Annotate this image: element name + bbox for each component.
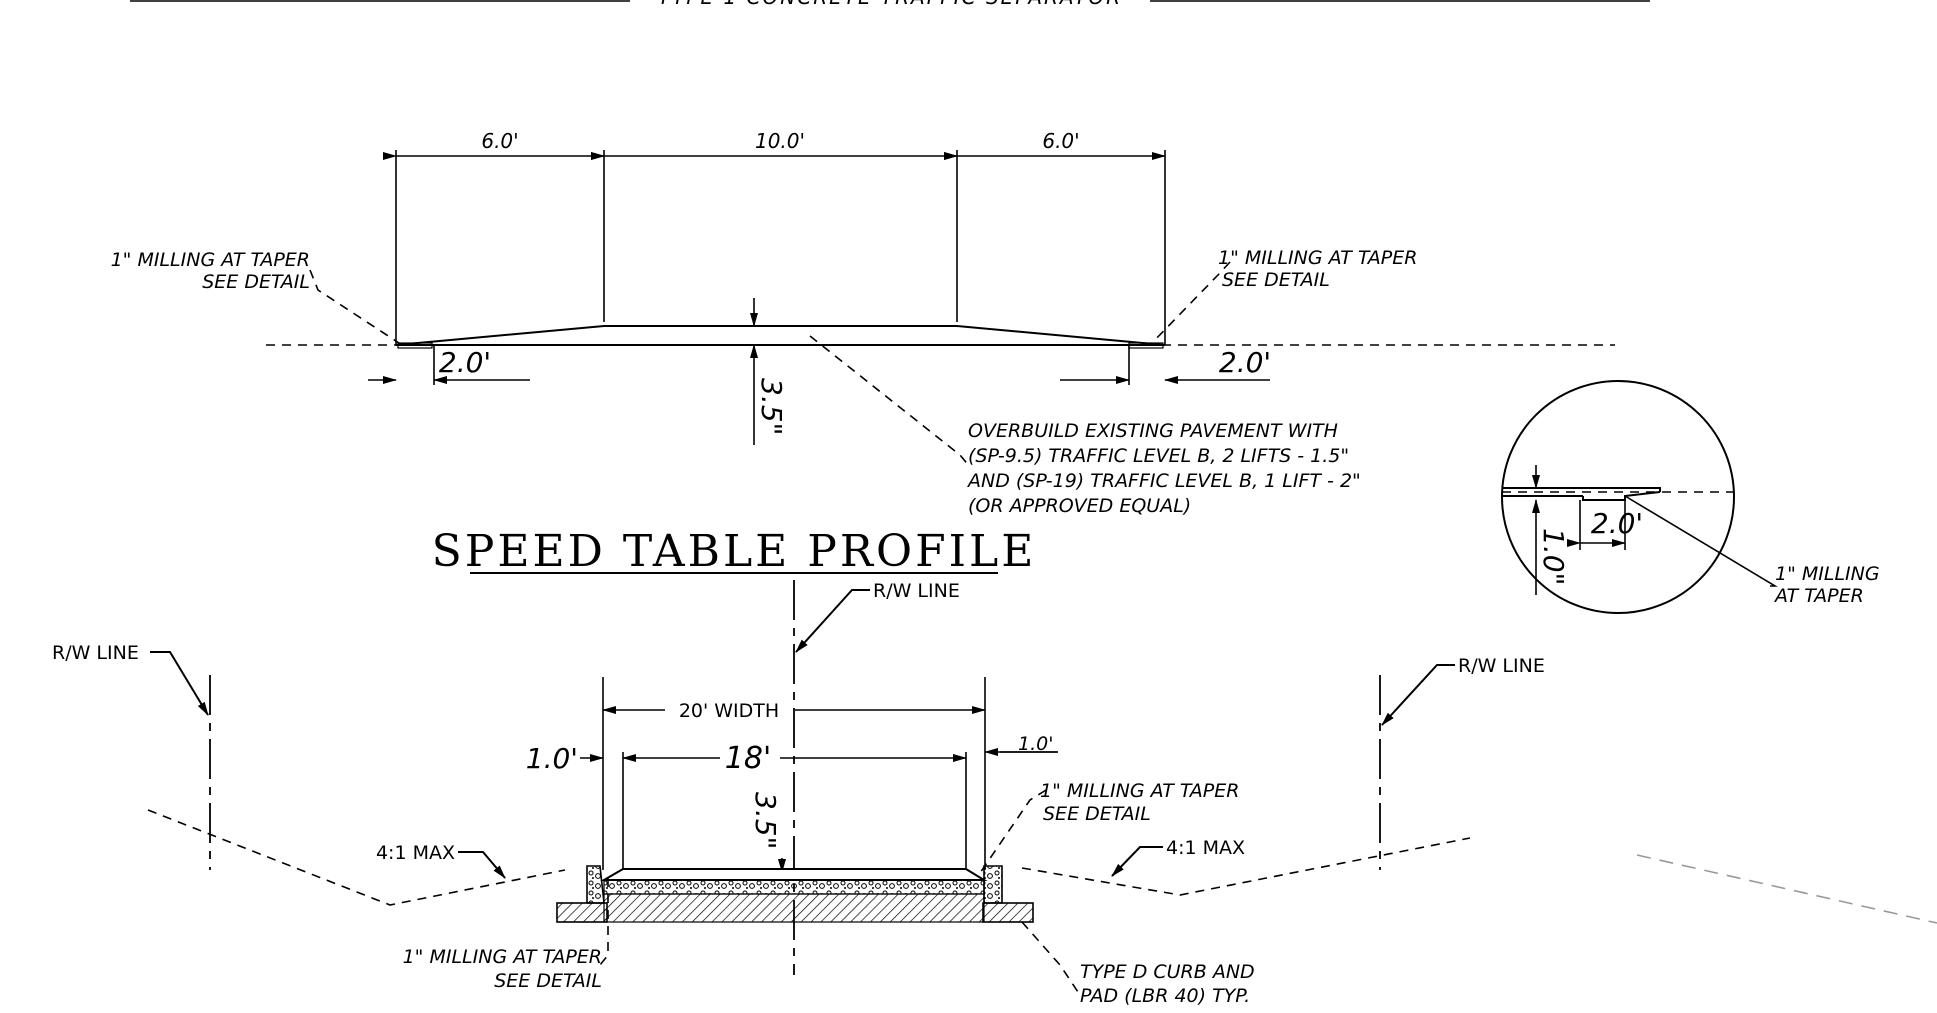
width-label: 20' WIDTH	[679, 700, 779, 722]
rw-left-label: R/W LINE	[52, 642, 139, 664]
speed-table-shape	[395, 325, 1166, 346]
section-milling-bottom-line1: 1" MILLING AT TAPER	[403, 946, 602, 968]
overbuild-note-line3: AND (SP-19) TRAFFIC LEVEL B, 1 LIFT - 2"	[966, 470, 1361, 492]
top-title: TYPE 1 CONCRETE TRAFFIC SEPARATOR	[658, 0, 1122, 9]
speed-table-profile: 6.0' 10.0' 6.0' 1" MILLING AT TAPER SEE …	[111, 129, 1615, 577]
milling-detail: 1.0" 2.0' 1" MILLING AT TAPER	[1501, 380, 1880, 614]
milling-left-line1: 1" MILLING AT TAPER	[111, 249, 310, 271]
offset-right-label: 1.0'	[1018, 733, 1053, 755]
rw-right-label: R/W LINE	[1458, 655, 1545, 677]
offset-left-label: 1.0'	[526, 742, 578, 775]
rw-center-label: R/W LINE	[873, 580, 960, 602]
section-height-label: 3.5"	[749, 792, 782, 849]
top-title-group: TYPE 1 CONCRETE TRAFFIC SEPARATOR	[130, 0, 1650, 9]
detail-label-line1: 1" MILLING	[1775, 563, 1880, 585]
milling-left-line2: SEE DETAIL	[202, 271, 310, 293]
profile-height-label: 3.5"	[755, 378, 788, 435]
detail-taper-label: 2.0'	[1591, 507, 1643, 540]
curb-right	[983, 865, 1003, 904]
overbuild-note-line1: OVERBUILD EXISTING PAVEMENT WITH	[968, 420, 1338, 442]
dim-left-label: 6.0'	[481, 129, 518, 153]
slope-right-label: 4:1 MAX	[1166, 837, 1245, 859]
curb-pad-right	[982, 902, 1034, 923]
overbuild-note-line4: (OR APPROVED EQUAL)	[968, 495, 1191, 517]
curb-pad-left	[556, 902, 608, 923]
curb-note-line2: PAD (LBR 40) TYP.	[1080, 985, 1250, 1007]
inner-width-label: 18'	[725, 741, 771, 776]
milling-right-line1: 1" MILLING AT TAPER	[1218, 247, 1417, 269]
taper-right-label: 2.0'	[1219, 346, 1271, 379]
detail-label-line2: AT TAPER	[1773, 585, 1864, 607]
section-milling-bottom-line2: SEE DETAIL	[494, 970, 602, 992]
speed-table-section	[600, 868, 988, 881]
dim-right-label: 6.0'	[1042, 129, 1079, 153]
section-milling-right-line1: 1" MILLING AT TAPER	[1040, 780, 1239, 802]
taper-left-label: 2.0'	[439, 346, 491, 379]
subgrade	[603, 893, 985, 923]
curb-note-line1: TYPE D CURB AND	[1080, 961, 1255, 983]
detail-depth-label: 1.0"	[1537, 528, 1570, 585]
overbuild-note-line2: (SP-9.5) TRAFFIC LEVEL B, 2 LIFTS - 1.5"	[968, 445, 1349, 467]
slope-left-label: 4:1 MAX	[376, 842, 455, 864]
profile-title: SPEED TABLE PROFILE	[432, 526, 1037, 577]
section-milling-right-line2: SEE DETAIL	[1043, 803, 1151, 825]
dim-center-label: 10.0'	[755, 129, 805, 153]
base-course	[603, 879, 985, 895]
milling-right-line2: SEE DETAIL	[1222, 269, 1330, 291]
typical-section: R/W LINE R/W LINE R/W LINE 20' WIDTH 18'…	[52, 580, 1937, 1007]
curb-left	[586, 865, 605, 904]
